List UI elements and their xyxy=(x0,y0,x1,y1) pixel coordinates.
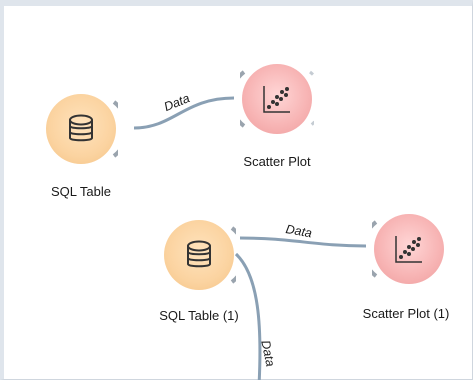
node-label-scatter-plot-1: Scatter Plot (1) xyxy=(362,306,450,321)
database-icon xyxy=(69,114,93,142)
links-layer xyxy=(133,96,367,380)
node-sql-table[interactable] xyxy=(44,92,118,166)
output-anchor[interactable] xyxy=(162,218,236,292)
link-sql-table-to-scatter-plot[interactable] xyxy=(133,96,235,130)
node-label-sql-table: SQL Table xyxy=(51,184,111,199)
output-anchor[interactable] xyxy=(44,92,118,166)
scatter-plot-icon xyxy=(395,236,422,263)
database-icon xyxy=(187,240,211,268)
link-sql-table-1-to-scatter-plot-1[interactable] xyxy=(239,236,367,248)
node-sql-table-1[interactable] xyxy=(162,218,236,292)
node-label-sql-table-1: SQL Table (1) xyxy=(159,308,239,323)
link-sql-table-1-to-offscreen[interactable] xyxy=(234,252,262,380)
node-scatter-plot[interactable] xyxy=(240,62,314,136)
input-anchor[interactable] xyxy=(372,212,446,286)
node-label-scatter-plot: Scatter Plot xyxy=(243,154,311,169)
output-anchor[interactable] xyxy=(240,62,314,136)
scatter-plot-icon xyxy=(263,86,290,113)
node-scatter-plot-1[interactable] xyxy=(372,212,446,286)
